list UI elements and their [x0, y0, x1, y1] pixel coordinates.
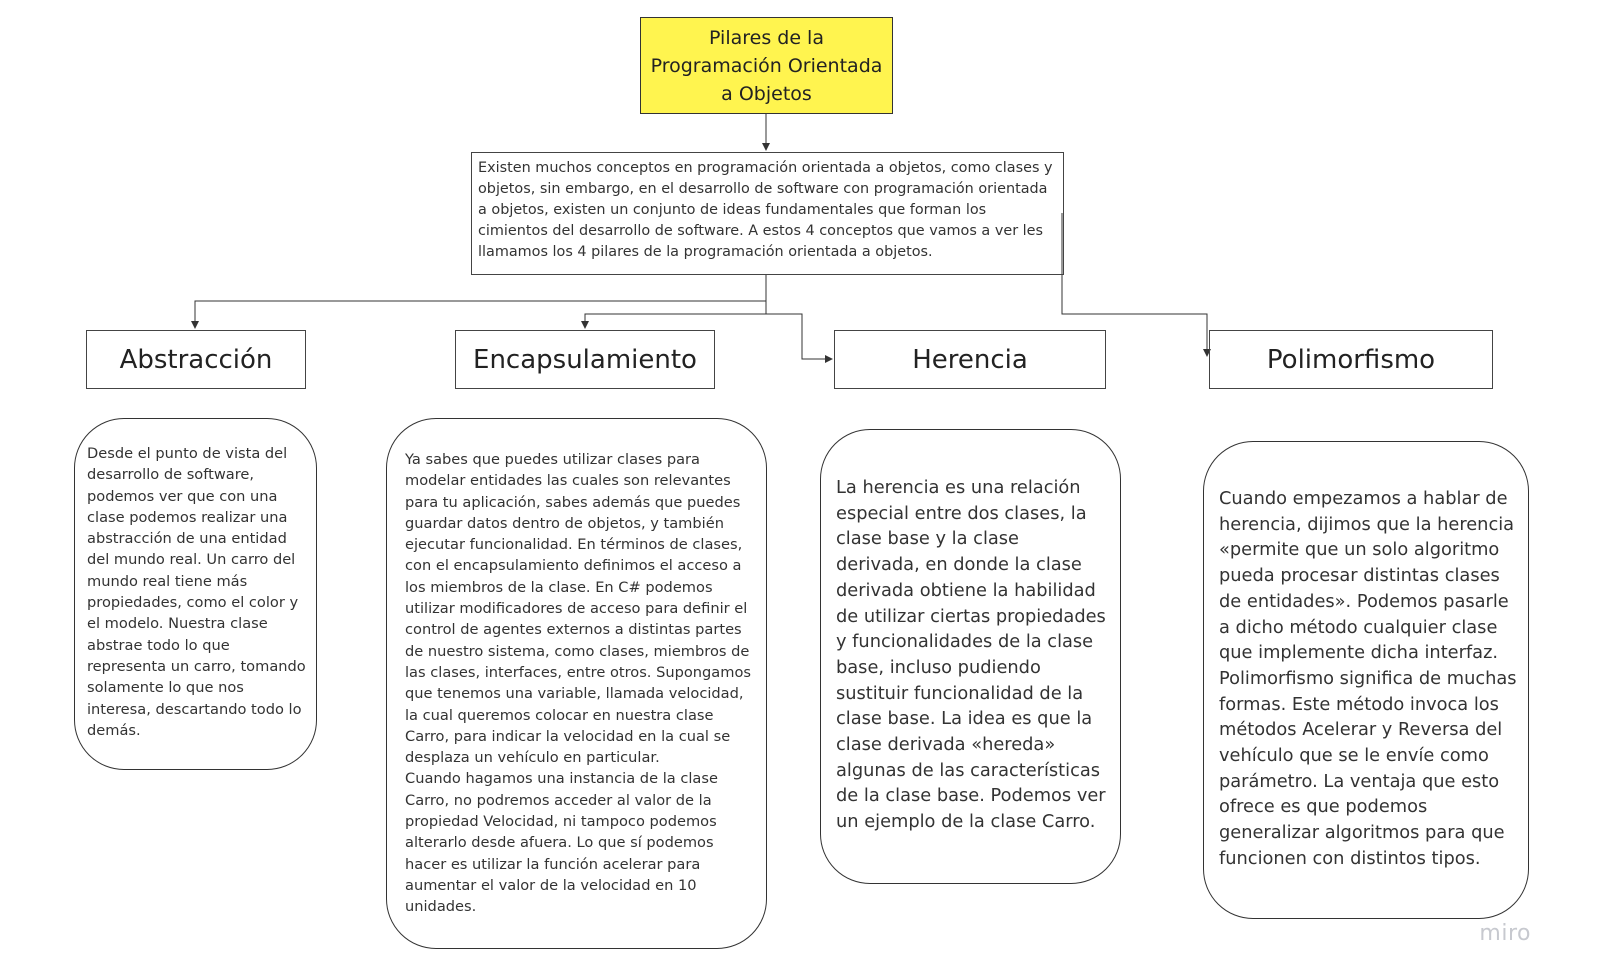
description-herencia: La herencia es una relación especial ent… — [820, 429, 1121, 884]
description-encapsulamiento-paragraph-1: Ya sabes que puedes utilizar clases para… — [405, 451, 751, 767]
pillar-polimorfismo: Polimorfismo — [1209, 330, 1493, 389]
description-abstraccion: Desde el punto de vista del desarrollo d… — [74, 418, 317, 770]
connector-to-abstraccion — [191, 300, 766, 329]
diagram-title: Pilares de la Programación Orientada a O… — [640, 17, 893, 114]
connector-to-polimorfismo — [1061, 213, 1211, 357]
description-polimorfismo: Cuando empezamos a hablar de herencia, d… — [1203, 441, 1529, 919]
connector-to-herencia — [766, 313, 833, 363]
miro-watermark: miro — [1479, 921, 1531, 946]
description-encapsulamiento-paragraph-2: Cuando hagamos una instancia de la clase… — [405, 770, 718, 916]
pillar-abstraccion: Abstracción — [86, 330, 306, 389]
pillar-herencia: Herencia — [834, 330, 1106, 389]
connector-to-encapsulamiento — [581, 313, 766, 329]
description-encapsulamiento: Ya sabes que puedes utilizar clases para… — [386, 418, 767, 949]
pillar-encapsulamiento: Encapsulamiento — [455, 330, 715, 389]
intro-text: Existen muchos conceptos en programación… — [471, 152, 1064, 275]
